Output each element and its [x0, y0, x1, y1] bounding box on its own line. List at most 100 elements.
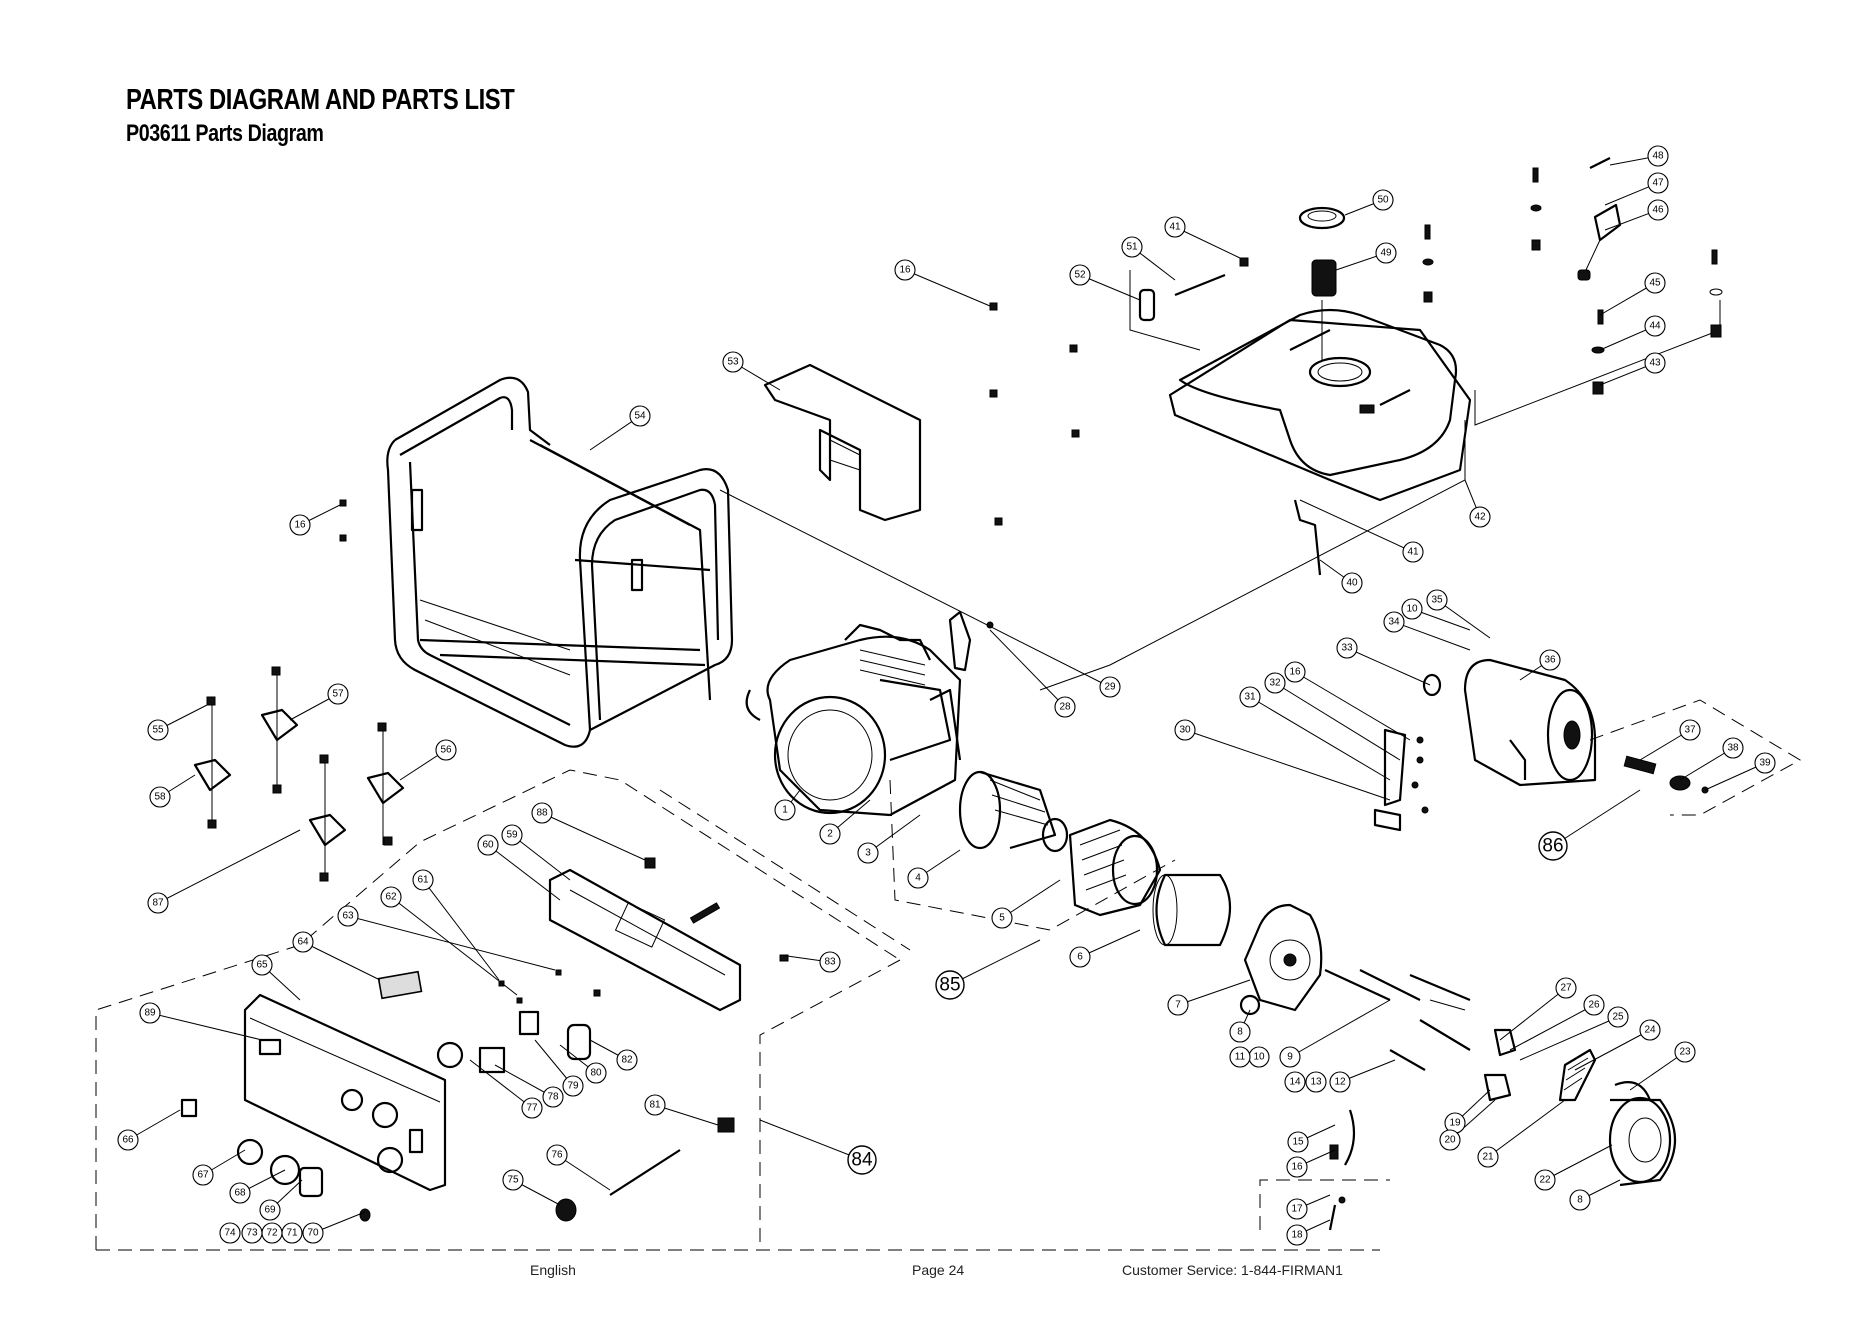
footer-language: English	[530, 1262, 576, 1278]
leader-line-c22	[1544, 1144, 1613, 1181]
callout-16: 16	[1284, 661, 1306, 683]
leader-line-c32	[1274, 682, 1401, 761]
callout-47: 47	[1647, 172, 1669, 194]
callout-28: 28	[1054, 696, 1076, 718]
frame-assembly	[386, 376, 734, 748]
leader-line-c16c	[1294, 671, 1411, 741]
callout-number: 6	[1077, 952, 1083, 963]
rear-housing	[1239, 903, 1323, 1016]
callout-number: 59	[506, 830, 518, 841]
callout-6: 6	[1069, 946, 1091, 968]
callout-number: 25	[1612, 1012, 1624, 1023]
engine-assembly	[745, 623, 962, 817]
callout-number: 38	[1727, 743, 1739, 754]
callout-number: 13	[1310, 1077, 1322, 1088]
callout-number: 9	[1287, 1052, 1293, 1063]
callout-39: 39	[1754, 752, 1776, 774]
callout-82: 82	[616, 1049, 638, 1071]
callout-62: 62	[380, 886, 402, 908]
callout-80: 80	[585, 1062, 607, 1084]
callout-46: 46	[1647, 199, 1669, 221]
leader-line-c52	[1079, 274, 1141, 301]
leader-line-c81	[654, 1104, 719, 1126]
callout-number: 88	[536, 808, 548, 819]
callout-number: 47	[1652, 178, 1664, 189]
callout-87: 87	[147, 892, 169, 914]
leader-line-c84	[759, 1119, 863, 1161]
callout-number: 73	[246, 1228, 258, 1239]
leader-line-c63	[347, 915, 556, 971]
callout-67: 67	[192, 1164, 214, 1186]
callout-number: 29	[1104, 682, 1116, 693]
callout-21: 21	[1477, 1146, 1499, 1168]
callout-number: 58	[154, 792, 166, 803]
callout-number: 63	[342, 911, 354, 922]
callout-number: 16	[899, 265, 911, 276]
leader-line-c87	[157, 829, 301, 904]
callout-76: 76	[546, 1144, 568, 1166]
callout-number: 16	[294, 520, 306, 531]
callout-73: 73	[241, 1222, 263, 1244]
callout-2: 2	[819, 823, 841, 845]
callout-number: 15	[1292, 1137, 1304, 1148]
callout-10: 10	[1248, 1046, 1270, 1068]
leader-line-c33	[1346, 647, 1431, 686]
callout-11: 11	[1229, 1046, 1251, 1068]
callout-72: 72	[261, 1222, 283, 1244]
leader-line-c89	[149, 1012, 263, 1041]
callout-16: 16	[894, 259, 916, 281]
callout-13: 13	[1305, 1071, 1327, 1093]
callout-number: 57	[332, 689, 344, 700]
callout-number: 43	[1649, 358, 1661, 369]
callout-58: 58	[149, 786, 171, 808]
callout-number: 1	[782, 805, 788, 816]
assembly-boundaries	[95, 270, 1802, 1251]
callout-number: 11	[1235, 1052, 1246, 1063]
starter-pinion	[1623, 755, 1709, 794]
leader-line-c7	[1177, 979, 1251, 1006]
callout-number: 53	[727, 357, 739, 368]
leader-line-c45	[1599, 282, 1656, 316]
callout-number: 71	[286, 1228, 298, 1239]
callout-number: 21	[1482, 1152, 1494, 1163]
callout-88: 88	[531, 802, 553, 824]
callout-number: 32	[1269, 678, 1281, 689]
callout-number: 67	[197, 1170, 209, 1181]
callout-56: 56	[435, 739, 457, 761]
leader-line-c86	[1552, 789, 1641, 847]
callout-number: 82	[621, 1055, 633, 1066]
callout-number: 14	[1289, 1077, 1301, 1088]
callout-number: 86	[1542, 836, 1563, 857]
mounting-feet	[193, 499, 405, 882]
callout-number: 76	[551, 1150, 563, 1161]
callout-53: 53	[722, 351, 744, 373]
callout-24: 24	[1639, 1019, 1661, 1041]
callout-25: 25	[1607, 1006, 1629, 1028]
callout-15: 15	[1287, 1131, 1309, 1153]
callout-48: 48	[1647, 145, 1669, 167]
part-callouts: 1234567889101011121314151616161617181920…	[117, 145, 1776, 1246]
leader-line-c28	[989, 629, 1066, 708]
callout-number: 56	[440, 745, 452, 756]
control-box-housing	[548, 868, 742, 1012]
callout-71: 71	[281, 1222, 303, 1244]
callout-number: 4	[915, 873, 921, 884]
callout-27: 27	[1555, 977, 1577, 999]
leader-line-c64	[302, 941, 381, 981]
callout-65: 65	[251, 954, 273, 976]
callout-7: 7	[1167, 994, 1189, 1016]
callout-8: 8	[1569, 1189, 1591, 1211]
callout-51: 51	[1121, 236, 1143, 258]
callout-31: 31	[1239, 686, 1261, 708]
callout-49: 49	[1375, 242, 1397, 264]
callout-number: 70	[307, 1228, 319, 1239]
callout-number: 7	[1175, 1000, 1181, 1011]
callout-number: 62	[385, 892, 397, 903]
heat-shield	[763, 363, 922, 522]
callout-number: 22	[1539, 1175, 1551, 1186]
callout-74: 74	[219, 1222, 241, 1244]
callout-number: 79	[567, 1081, 579, 1092]
callout-66: 66	[117, 1129, 139, 1151]
callout-16: 16	[289, 514, 311, 536]
callout-number: 83	[824, 957, 836, 968]
